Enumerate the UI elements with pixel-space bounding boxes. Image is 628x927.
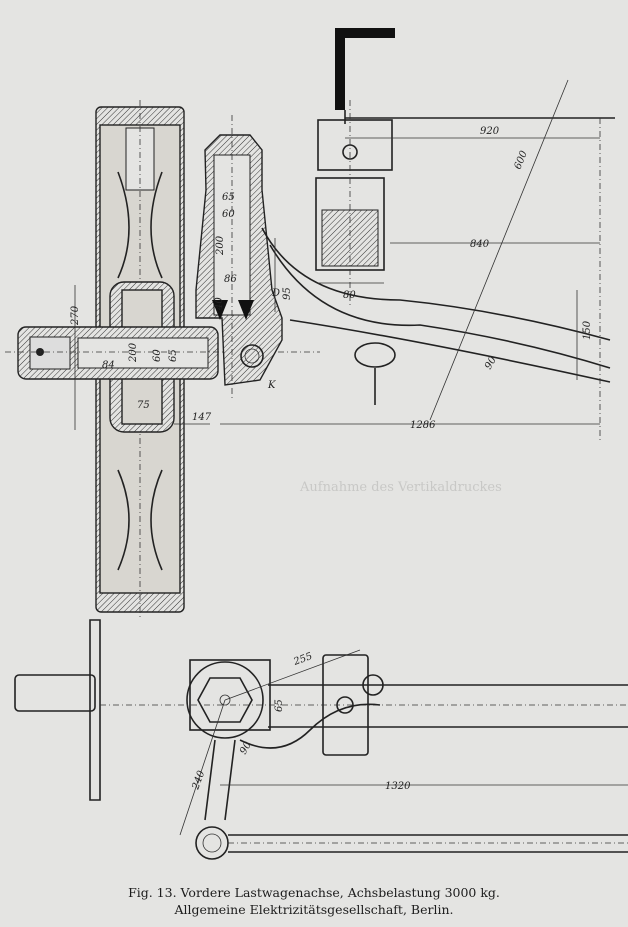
dim-40: 40	[214, 297, 225, 311]
dim-90: 90	[483, 354, 499, 371]
dim-60-top: 60	[222, 209, 235, 220]
dim-1286: 1286	[410, 420, 436, 431]
dim-60-hub: 60	[152, 349, 163, 362]
dim-65-plan: 65	[274, 699, 285, 712]
dim-200-hub: 200	[128, 342, 139, 363]
dim-65-top: 65	[222, 192, 235, 203]
label-k: K	[267, 380, 276, 391]
figure-caption: Fig. 13. Vordere Lastwagenachse, Achsbel…	[0, 884, 628, 918]
dim-95: 95	[282, 287, 293, 300]
dim-86: 86	[224, 274, 237, 285]
dim-1320: 1320	[385, 781, 411, 792]
caption-line-2: Allgemeine Elektrizitätsgesellschaft, Be…	[174, 902, 454, 917]
dimension-lines	[74, 137, 600, 430]
frame-and-spring	[261, 28, 615, 440]
dim-75: 75	[137, 400, 150, 411]
dim-240: 240	[190, 769, 207, 792]
dim-90-plan: 90	[238, 739, 254, 756]
dim-84: 84	[102, 360, 115, 371]
hub-section	[5, 281, 320, 433]
dim-600: 600	[513, 149, 531, 171]
steering-knuckle	[195, 115, 283, 400]
dim-270: 270	[70, 305, 81, 326]
dim-80: 80	[343, 290, 356, 301]
dim-840: 840	[470, 239, 490, 250]
dim-200-top: 200	[215, 235, 226, 256]
caption-line-1: Fig. 13. Vordere Lastwagenachse, Achsbel…	[128, 885, 500, 900]
bleedthrough-text: Aufnahme des Vertikaldruckes	[300, 480, 502, 495]
label-d: D	[271, 288, 280, 299]
plan-view	[14, 619, 628, 860]
dim-65-hub: 65	[168, 349, 179, 362]
dim-150: 150	[582, 320, 593, 340]
dim-920: 920	[480, 126, 500, 137]
dim-255: 255	[291, 651, 314, 668]
dim-147: 147	[192, 412, 212, 423]
axle-technical-drawing: 920 600 840 150 80 95 90 65 60 200 86 40…	[5, 28, 628, 860]
